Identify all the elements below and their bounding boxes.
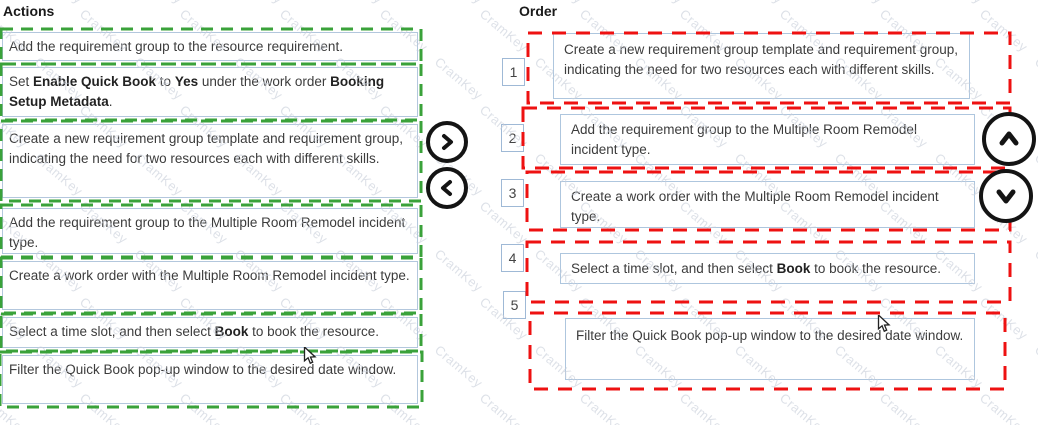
order-column-title: Order <box>519 3 558 19</box>
order-slot-number: 5 <box>503 291 526 319</box>
move-right-button[interactable] <box>426 121 468 163</box>
chevron-down-icon <box>993 183 1019 209</box>
order-slot-number: 4 <box>501 244 524 272</box>
chevron-right-icon <box>437 132 457 152</box>
chevron-up-icon <box>996 126 1022 152</box>
order-slot-number: 1 <box>502 58 525 86</box>
order-slot-number: 3 <box>501 179 524 207</box>
move-up-button[interactable] <box>982 112 1036 166</box>
move-down-button[interactable] <box>979 169 1033 223</box>
actions-column-title: Actions <box>3 3 55 19</box>
move-left-button[interactable] <box>426 167 468 209</box>
chevron-left-icon <box>437 178 457 198</box>
